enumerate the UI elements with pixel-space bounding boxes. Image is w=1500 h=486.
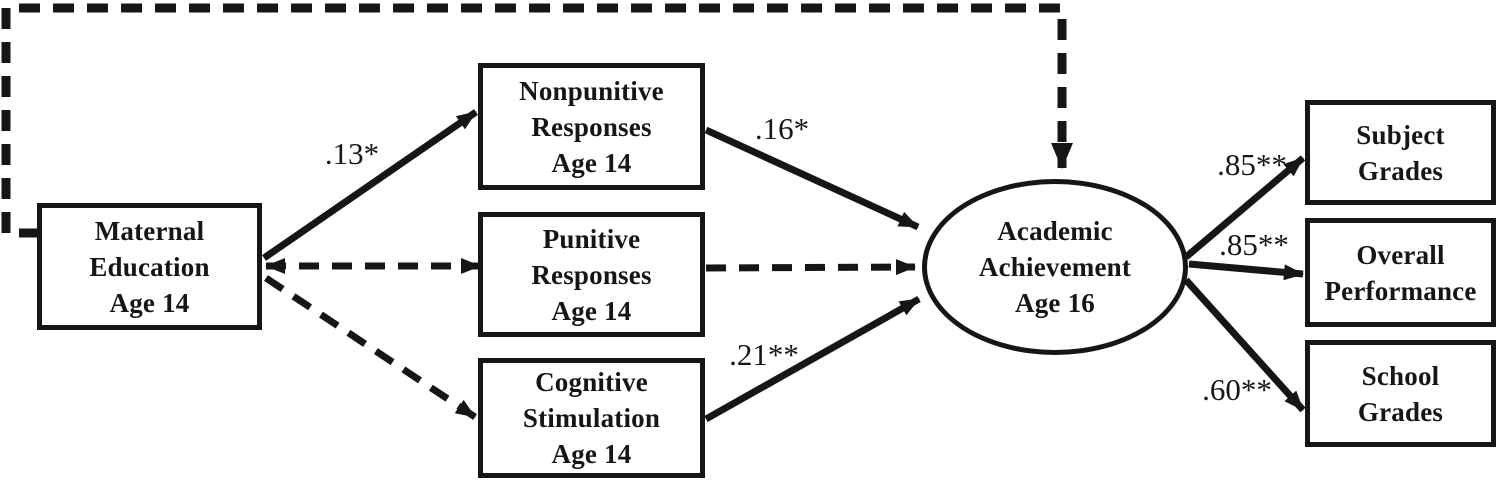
coefficient-nonpunitive-academic: .16* — [754, 111, 810, 146]
path-nonpunitive-to-academic — [704, 126, 920, 231]
path-maternal-to-cognitive — [264, 275, 477, 420]
path-academic-to-subject — [1183, 155, 1306, 260]
coefficient-academic-school: .60** — [1202, 372, 1272, 407]
node-subject-grades: Subject Grades — [1305, 100, 1496, 205]
node-cognitive-stimulation: Cognitive Stimulation Age 14 — [478, 358, 705, 478]
node-overall-performance-label: Overall Performance — [1324, 239, 1477, 306]
node-school-grades-label: School Grades — [1357, 360, 1444, 427]
node-academic-achievement: Academic Achievement Age 16 — [922, 179, 1188, 355]
node-school-grades: School Grades — [1305, 340, 1496, 447]
path-punitive-to-academic — [705, 259, 916, 276]
coefficient-maternal-nonpunitive: .13* — [324, 136, 380, 171]
node-punitive-responses: Punitive Responses Age 14 — [478, 212, 705, 337]
node-academic-achievement-label: Academic Achievement Age 16 — [978, 216, 1132, 318]
path-academic-to-school — [1183, 277, 1306, 413]
coefficient-cognitive-academic: .21** — [729, 337, 799, 372]
node-cognitive-stimulation-label: Cognitive Stimulation Age 14 — [522, 367, 661, 469]
node-nonpunitive-responses-label: Nonpunitive Responses Age 14 — [519, 75, 664, 178]
coefficient-academic-overall: .85** — [1219, 227, 1289, 262]
coefficient-academic-subject: .85** — [1217, 147, 1287, 182]
node-maternal-education: Maternal Education Age 14 — [37, 203, 262, 330]
path-academic-to-overall — [1188, 260, 1304, 281]
node-overall-performance: Overall Performance — [1305, 218, 1496, 327]
node-nonpunitive-responses: Nonpunitive Responses Age 14 — [478, 63, 705, 190]
path-maternal-to-nonpunitive — [262, 109, 478, 261]
node-subject-grades-label: Subject Grades — [1356, 119, 1445, 186]
node-maternal-education-label: Maternal Education Age 14 — [89, 215, 210, 318]
path-cognitive-to-academic — [704, 295, 921, 423]
path-maternal-to-academic-dashed — [1, 3, 1073, 238]
node-punitive-responses-label: Punitive Responses Age 14 — [531, 223, 652, 326]
